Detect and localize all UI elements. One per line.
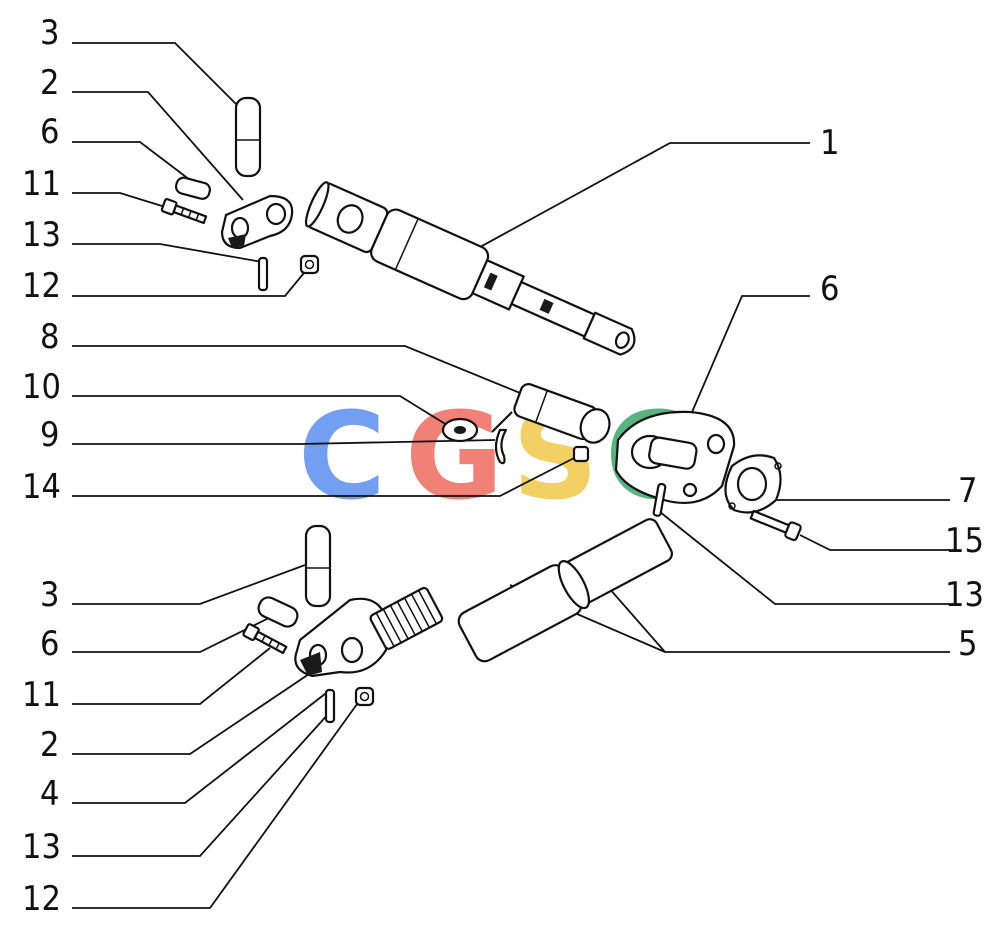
callout-4: 4 <box>40 774 59 814</box>
pin-part-3-top <box>234 96 262 178</box>
cylinder-part-1 <box>304 181 636 356</box>
callout-3-top: 3 <box>40 13 59 53</box>
callout-6-bottom: 6 <box>40 624 59 664</box>
housing-part-5 <box>457 518 673 663</box>
callout-7: 7 <box>958 471 977 511</box>
nut-part-12-bottom <box>354 686 375 707</box>
bolt-part-11-top <box>160 198 208 225</box>
leader-6-top <box>72 141 191 181</box>
callout-13-top: 13 <box>22 215 61 255</box>
roller-part-6-bottom <box>257 596 299 628</box>
callout-11-bottom: 11 <box>22 675 61 715</box>
nut-part-14 <box>572 445 590 463</box>
cotter-pin-part-9 <box>494 428 508 465</box>
callout-labels: 3 2 6 11 13 12 8 10 9 14 3 6 11 2 4 13 1… <box>22 13 984 919</box>
callout-12-top: 12 <box>22 266 61 306</box>
roller-part-6-top <box>174 176 211 200</box>
washer-part-10 <box>441 417 479 443</box>
bolt-part-11-bottom <box>242 623 288 655</box>
threaded-rod-part-4 <box>369 586 444 650</box>
nut-part-12-top <box>299 254 320 275</box>
callout-6-top: 6 <box>40 112 59 152</box>
leader-lines <box>72 42 950 909</box>
callout-13-bottom: 13 <box>22 827 61 867</box>
callout-6-right: 6 <box>820 269 839 309</box>
leader-12-bot <box>72 699 361 909</box>
leader-4 <box>72 689 331 804</box>
leader-9 <box>72 439 496 445</box>
leader-10 <box>72 395 456 431</box>
callout-13-right: 13 <box>945 575 984 615</box>
leader-2-bot <box>72 669 316 755</box>
leader-13-top <box>72 243 263 263</box>
callout-9: 9 <box>40 415 59 455</box>
pin-part-13-right <box>652 482 667 517</box>
callout-14: 14 <box>22 467 61 507</box>
right-assembly <box>614 410 802 542</box>
pin-part-6-right <box>648 436 698 470</box>
leader-3-top <box>72 42 241 109</box>
callout-15: 15 <box>945 521 984 561</box>
callout-2-top: 2 <box>40 63 59 103</box>
watermark-letter-2: G <box>405 388 504 527</box>
callout-10: 10 <box>22 367 61 407</box>
top-assembly <box>160 96 636 356</box>
leader-3-bot <box>72 564 306 605</box>
middle-parts <box>441 383 611 465</box>
gasket-part-7 <box>724 454 782 514</box>
leader-13-right <box>659 511 950 605</box>
leader-6-right <box>679 295 810 441</box>
leader-13-bot <box>72 711 331 857</box>
yoke-part-2-bottom <box>294 597 388 678</box>
bottom-assembly <box>242 518 673 724</box>
leader-14 <box>72 454 581 497</box>
pin-part-13-top <box>257 256 269 292</box>
pin-part-8 <box>513 383 611 444</box>
leader-1 <box>459 142 810 259</box>
leader-15 <box>799 534 950 551</box>
pin-part-13-bottom <box>324 688 336 724</box>
callout-5: 5 <box>958 624 977 664</box>
pin-part-3-bottom <box>304 524 332 608</box>
callout-11-top: 11 <box>22 164 61 204</box>
leader-2-top <box>72 91 244 201</box>
callout-8: 8 <box>40 317 59 357</box>
leader-11-bot <box>72 647 271 705</box>
callout-1: 1 <box>820 123 839 163</box>
callout-2-bottom: 2 <box>40 725 59 765</box>
split-pin-part-10 <box>491 411 513 433</box>
watermark-letter-1: C <box>298 388 386 527</box>
callout-3-bottom: 3 <box>40 575 59 615</box>
leader-11-top <box>72 192 176 211</box>
callout-12-bottom: 12 <box>22 879 61 919</box>
screw-part-15 <box>749 509 802 542</box>
clamp-part-2-top <box>220 194 294 250</box>
leader-12-top <box>72 267 309 297</box>
leader-8 <box>72 345 526 396</box>
